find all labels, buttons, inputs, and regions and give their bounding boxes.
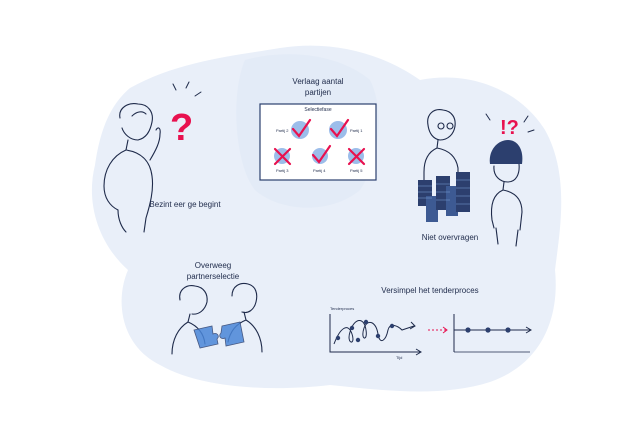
partner-title: Overweeg partnerselectie: [168, 260, 258, 282]
simplify-title: Versimpel het tenderproces: [381, 286, 479, 295]
document-stacks-icon: [418, 172, 470, 222]
no-overask-label: Niet overvragen: [421, 233, 479, 242]
person-with-glasses: [423, 109, 459, 183]
reflect-label: Bezint eer ge begint: [149, 200, 221, 209]
selection-panel: [259, 103, 377, 181]
party-label: Partij 3: [276, 168, 289, 173]
party-label: Partij 4: [313, 168, 326, 173]
reduce-title-line2: partijen: [304, 88, 332, 97]
exclamation-question-icon: !?: [500, 117, 519, 139]
partner-title-line2: partnerselectie: [186, 272, 240, 281]
partner-title-line1: Overweeg: [194, 261, 232, 270]
tangled-process-line: [333, 320, 415, 345]
party-1-check-icon: [329, 118, 350, 139]
party-label: Partij 5: [350, 168, 363, 173]
party-label: Partij 1: [350, 128, 363, 133]
selection-panel-title: Selectiefase: [304, 107, 332, 113]
background-blob: [91, 45, 562, 392]
tender-chart-simple: [453, 314, 532, 353]
party-4-check-icon: [311, 144, 332, 164]
party-3-cross-icon: [273, 147, 292, 166]
surprise-lines-icon: [485, 113, 535, 133]
puzzle-piece-right-icon: [219, 321, 245, 347]
reduce-title: Verlaag aantal partijen: [268, 76, 368, 98]
transition-arrow-icon: [428, 326, 448, 334]
party-2-check-icon: [291, 118, 312, 139]
question-mark-icon: ?: [170, 107, 193, 149]
thinking-person: [103, 103, 161, 233]
tender-chart-label: Tenderproces: [330, 306, 355, 311]
time-axis-label: Tijd: [396, 355, 403, 360]
party-5-cross-icon: [347, 147, 366, 166]
thought-lines-icon: [172, 81, 202, 97]
reduce-title-line1: Verlaag aantal: [292, 77, 344, 86]
party-label: Partij 2: [276, 128, 289, 133]
puzzle-piece-left-icon: [193, 325, 219, 349]
tender-chart-complex: [329, 314, 422, 356]
beanie-icon: [489, 140, 523, 164]
person-with-beanie: [490, 163, 523, 247]
